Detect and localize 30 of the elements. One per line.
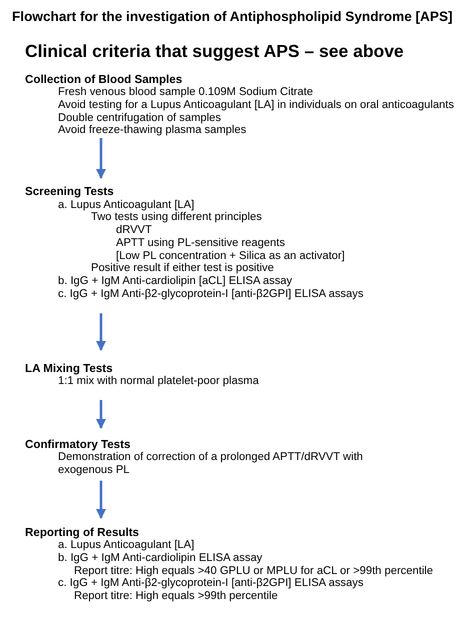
step-text: Double centrifugation of samples [58, 112, 221, 124]
step-text: dRVVT [116, 224, 152, 237]
subheading: Clinical criteria that suggest APS – see above [25, 41, 404, 62]
step-text: Positive result if either test is positive [91, 262, 274, 275]
step-text: c. IgG + IgM Anti-β2-glycoprotein-I [anti-β2GPI] ELISA assays [58, 288, 364, 300]
step-text: Fresh venous blood sample 0.109M Sodium Citrate [58, 86, 313, 99]
step-heading: LA Mixing Tests [25, 362, 113, 376]
step-text: c. IgG + IgM Anti-β2-glycoprotein-I [anti-β2GPI] ELISA assays [58, 577, 364, 590]
step-text: [Low PL concentration + Silica as an activator] [116, 250, 345, 262]
diagram-title: Flowchart for the investigation of Antiphospholipid Syndrome [APS] [12, 9, 453, 24]
step-text: APTT using PL-sensitive reagents [116, 236, 285, 250]
step-text: 1:1 mix with normal platelet-poor plasma [58, 375, 259, 388]
arrow [96, 313, 106, 351]
step-text: Avoid freeze-thawing plasma samples [58, 124, 246, 138]
step-text: b. IgG + IgM Anti-cardiolipin ELISA assay [58, 552, 262, 565]
step-text: Avoid testing for a Lupus Anticoagulant [LA] in individuals on oral anticoagulants [58, 98, 454, 112]
arrow [96, 480, 106, 519]
arrow [96, 138, 106, 179]
step-heading: Confirmatory Tests [25, 438, 130, 452]
step-heading: Reporting of Results [25, 526, 140, 540]
arrow [96, 400, 106, 429]
step-text: a. Lupus Anticoagulant [LA] [58, 198, 194, 212]
step-text: Report titre: High equals >99th percentile [74, 590, 278, 603]
step-text: Report titre: High equals >40 GPLU or MPLU for aCL or >99th percentile [74, 564, 434, 578]
step-heading: Collection of Blood Samples [25, 74, 182, 86]
step-text: a. Lupus Anticoagulant [LA] [58, 539, 194, 552]
step-text: Two tests using different principles [91, 211, 262, 224]
step-text: b. IgG + IgM Anti-cardiolipin [aCL] ELISA assay [58, 274, 292, 288]
step-text: Demonstration of correction of a prolonged APTT/dRVVT with exogenous PL [58, 451, 364, 477]
step-heading: Screening Tests [25, 186, 114, 199]
